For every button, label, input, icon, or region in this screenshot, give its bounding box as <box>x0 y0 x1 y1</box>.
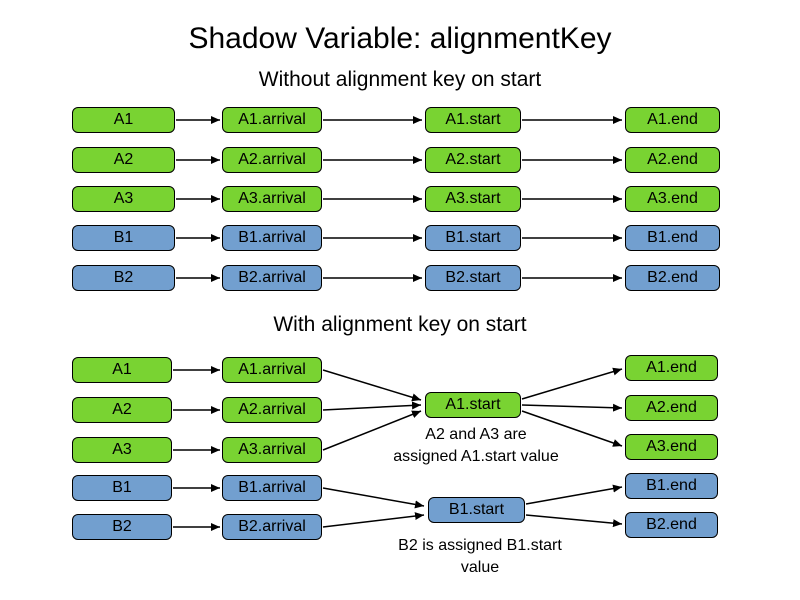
annotation-a-line1: A2 and A3 are <box>425 426 527 443</box>
s2-node-a2-arrival: A2.arrival <box>222 397 322 423</box>
s2-node-b2: B2 <box>72 514 172 540</box>
node-a2-arrival: A2.arrival <box>222 147 322 173</box>
node-a1-end: A1.end <box>625 107 720 133</box>
s2-node-b1-end: B1.end <box>625 473 718 499</box>
node-a3: A3 <box>72 186 175 212</box>
arrow <box>521 367 623 400</box>
s2-node-a1-start: A1.start <box>425 392 521 418</box>
annotation-a-line2: assigned A1.start value <box>393 448 559 465</box>
node-b1-end: B1.end <box>625 225 720 251</box>
arrow <box>322 401 422 411</box>
s2-node-b1-arrival: B1.arrival <box>222 475 322 501</box>
arrow <box>525 514 623 528</box>
annotation-b-line2: value <box>460 559 500 576</box>
arrow <box>322 410 422 451</box>
arrow <box>521 410 623 447</box>
s2-node-a2-end: A2.end <box>625 395 718 421</box>
node-a2: A2 <box>72 147 175 173</box>
arrow <box>322 369 422 402</box>
annotation-b-line1: B2 is assigned B1.start <box>398 537 562 554</box>
node-a3-end: A3.end <box>625 186 720 212</box>
node-b2-start: B2.start <box>425 265 521 291</box>
s2-node-b1: B1 <box>72 475 172 501</box>
node-a1-arrival: A1.arrival <box>222 107 322 133</box>
s2-node-b2-end: B2.end <box>625 512 718 538</box>
s2-node-a3: A3 <box>72 437 172 463</box>
s2-node-a3-arrival: A3.arrival <box>222 437 322 463</box>
s2-node-a2: A2 <box>72 397 172 423</box>
node-a3-start: A3.start <box>425 186 521 212</box>
arrow <box>322 487 425 509</box>
arrow <box>525 484 623 505</box>
node-b2-arrival: B2.arrival <box>222 265 322 291</box>
node-a2-end: A2.end <box>625 147 720 173</box>
s2-node-a1-end: A1.end <box>625 355 718 381</box>
annotation-a: A2 and A3 are assigned A1.start value <box>346 424 606 468</box>
s2-node-b2-arrival: B2.arrival <box>222 514 322 540</box>
s2-node-a1: A1 <box>72 357 172 383</box>
node-b1-start: B1.start <box>425 225 521 251</box>
annotation-b: B2 is assigned B1.start value <box>355 535 605 579</box>
s2-node-a1-arrival: A1.arrival <box>222 357 322 383</box>
node-b1: B1 <box>72 225 175 251</box>
arrow <box>521 403 623 412</box>
node-b2-end: B2.end <box>625 265 720 291</box>
arrow <box>322 512 425 528</box>
section1-heading: Without alignment key on start <box>258 68 542 91</box>
node-a2-start: A2.start <box>425 147 521 173</box>
node-a1: A1 <box>72 107 175 133</box>
node-b2: B2 <box>72 265 175 291</box>
node-a1-start: A1.start <box>425 107 521 133</box>
s2-node-a3-end: A3.end <box>625 434 718 460</box>
section2-heading: With alignment key on start <box>273 313 527 336</box>
page-title: Shadow Variable: alignmentKey <box>188 22 612 55</box>
s2-node-b1-start: B1.start <box>428 497 525 523</box>
node-b1-arrival: B1.arrival <box>222 225 322 251</box>
node-a3-arrival: A3.arrival <box>222 186 322 212</box>
